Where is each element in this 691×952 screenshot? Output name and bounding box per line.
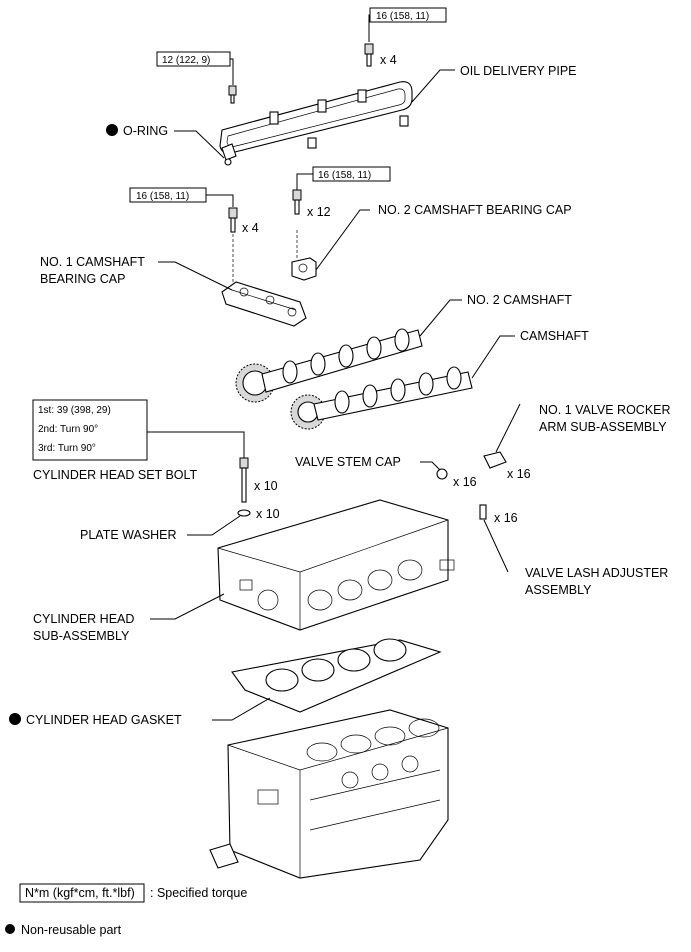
torque-head-step1: 1st: 39 (398, 29) [38,405,111,416]
no1-cap-bolt [228,207,238,233]
head-bolt [239,457,249,503]
leader-head-gasket [212,697,271,721]
label-valve-stem-cap: VALVE STEM CAP [295,455,401,469]
cylinder-head-gasket [231,638,442,713]
torque-pipe-left-bolt: 12 (122, 9) [162,55,210,66]
count-plate-washer: x 10 [256,507,280,521]
legend-torque-unit: N*m (kgf*cm, ft.*lbf) [25,886,135,900]
no2-cap-bolt [292,189,302,215]
label-head-gasket: CYLINDER HEAD GASKET [26,713,182,727]
label-head-l1: CYLINDER HEAD [33,612,134,626]
oil-delivery-pipe [219,81,413,166]
label-no1-cap-l2: BEARING CAP [40,272,125,286]
leader-o-ring [174,130,225,159]
label-rocker-l1: NO. 1 VALVE ROCKER [539,403,671,417]
label-no2-camshaft: NO. 2 CAMSHAFT [467,293,572,307]
leader-no2-camshaft [419,299,462,337]
count-no2-cap-bolt: x 12 [307,205,331,219]
leader-rocker-arm [495,403,521,453]
camshaft [290,366,473,430]
legend-torque: N*m (kgf*cm, ft.*lbf) : Specified torque [19,883,247,903]
count-lash-adjuster: x 16 [494,511,518,525]
count-no1-cap-bolt: x 4 [242,221,259,235]
count-head-bolt: x 10 [254,479,278,493]
torque-box-pipe-left-bolt: 12 (122, 9) [156,51,234,85]
torque-box-no1-cap-bolt: 16 (158, 11) [129,187,234,207]
torque-head-step2: 2nd: Turn 90° [38,424,98,435]
legend-non-reusable: Non-reusable part [21,923,122,937]
torque-no1-cap-bolt: 16 (158, 11) [136,191,189,202]
no1-camshaft-bearing-cap [221,234,307,327]
legend-bullet-icon [5,924,15,934]
torque-head-step3: 3rd: Turn 90° [38,443,96,454]
torque-no2-cap-bolt: 16 (158, 11) [318,170,371,181]
count-pipe-bolt: x 4 [380,53,397,67]
pipe-bolt [364,43,374,67]
torque-box-no2-cap-bolt: 16 (158, 11) [296,166,391,190]
lash-adjuster [479,504,487,520]
torque-pipe-bolt: 16 (158, 11) [376,11,429,22]
label-no1-cap-l1: NO. 1 CAMSHAFT [40,255,145,269]
leader-camshaft [471,335,515,379]
leader-valve-stem-cap [420,461,441,471]
torque-box-pipe-bolt: 16 (158, 11) [368,7,447,42]
label-rocker-l2: ARM SUB-ASSEMBLY [539,420,667,434]
cylinder-block [209,709,449,879]
no2-camshaft-bearing-cap [291,230,317,281]
leader-no2-cap [315,209,370,271]
count-rocker-arm: x 16 [507,467,531,481]
cylinder-head [217,499,455,631]
rocker-arm [483,451,507,469]
valve-stem-cap [436,468,448,480]
label-plate-washer: PLATE WASHER [80,528,177,542]
pipe-left-bolt [228,85,237,104]
label-camshaft: CAMSHAFT [520,329,589,343]
non-reusable-bullet [106,124,118,136]
label-no2-camshaft-bearing-cap: NO. 2 CAMSHAFT BEARING CAP [378,203,572,217]
label-o-ring: O-RING [123,124,168,138]
leader-cylinder-head [150,593,225,620]
non-reusable-bullet-gasket [9,713,21,725]
no2-camshaft [235,328,423,403]
count-valve-stem-cap: x 16 [453,475,477,489]
label-head-l2: SUB-ASSEMBLY [33,629,130,643]
leader-lash-adjuster [483,519,509,573]
label-head-set-bolt: CYLINDER HEAD SET BOLT [33,468,198,482]
label-lash-l2: ASSEMBLY [525,583,592,597]
label-oil-delivery-pipe: OIL DELIVERY PIPE [460,64,577,78]
leader-oil-delivery-pipe [411,69,455,103]
leader-plate-washer [187,515,241,536]
legend-torque-desc: : Specified torque [150,886,247,900]
label-lash-l1: VALVE LASH ADJUSTER [525,566,668,580]
leader-no1-cap [158,261,233,291]
torque-box-head-bolt: 1st: 39 (398, 29) 2nd: Turn 90° 3rd: Tur… [32,399,245,461]
plate-washer [237,509,251,517]
